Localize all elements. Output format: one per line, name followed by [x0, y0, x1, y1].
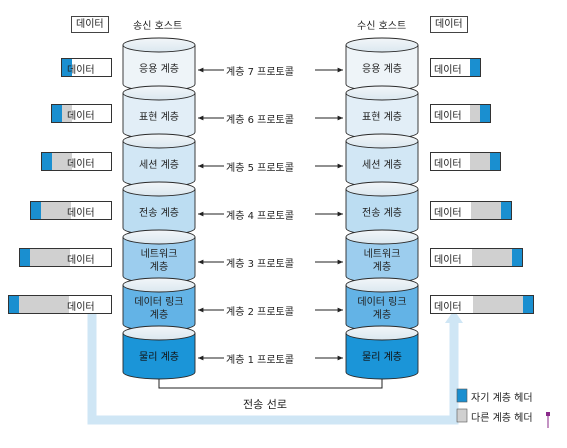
own-header-block — [523, 296, 533, 313]
sender-packet — [41, 152, 112, 171]
own-header-block — [42, 153, 52, 170]
receiver-packet — [430, 58, 481, 77]
sender-packet — [51, 104, 112, 123]
receiver-title: 수신 호스트 — [357, 21, 407, 32]
other-header-block — [30, 249, 70, 266]
legend-own-header-label: 자기 계층 헤더 — [471, 393, 533, 404]
sender-layer-label: 데이터 링크 계층 — [134, 297, 184, 321]
sender-layer-1-cylinder — [122, 325, 196, 380]
receiver-packet-data-label: 데이터 — [434, 159, 462, 170]
receiver-layer-4-cylinder — [345, 181, 419, 236]
transmission-line — [158, 375, 383, 389]
sender-layer-label: 전송 계층 — [139, 207, 179, 219]
receiver-packet-data-label: 데이터 — [434, 111, 462, 122]
sender-layer-label: 네트워크 계층 — [140, 249, 178, 273]
receiver-packet-data-label: 데이터 — [434, 255, 462, 266]
sender-packet — [30, 201, 112, 220]
receiver-layer-label: 응용 계층 — [362, 63, 402, 75]
sender-layer-label: 물리 계층 — [139, 351, 179, 363]
sender-layer-4-cylinder — [122, 181, 196, 236]
own-header-block — [52, 105, 62, 122]
receiver-packet — [430, 201, 512, 220]
own-header-block — [62, 59, 72, 76]
legend-other-header-label: 다른 계층 헤더 — [471, 413, 533, 424]
receiver-packet-data-label: 데이터 — [434, 208, 462, 219]
sender-packet-data-label: 데이터 — [67, 111, 95, 122]
sender-layer-label: 세션 계층 — [139, 159, 179, 171]
receiver-layer-label: 데이터 링크 계층 — [357, 297, 407, 321]
protocol-label: 계층 1 프로토콜 — [226, 355, 294, 366]
legend-other-header-swatch — [456, 408, 468, 423]
receiver-packet — [430, 248, 523, 267]
other-header-block — [62, 105, 72, 122]
sender-packet-data-label: 데이터 — [67, 302, 95, 313]
own-header-block — [501, 202, 511, 219]
protocol-label: 계층 7 프로토콜 — [226, 67, 294, 78]
receiver-layer-label: 네트워크 계층 — [363, 249, 401, 273]
own-header-block — [512, 249, 522, 266]
other-header-block — [473, 296, 523, 313]
sender-packet-data-label: 데이터 — [67, 65, 95, 76]
marker-dot — [546, 412, 550, 416]
receiver-packet-data-label: 데이터 — [434, 302, 462, 313]
receiver-layer-1-cylinder — [345, 325, 419, 380]
sender-packet-data-label: 데이터 — [67, 255, 95, 266]
sender-layer-6-cylinder — [122, 85, 196, 140]
receiver-packet — [430, 104, 491, 123]
other-header-block — [52, 153, 72, 170]
own-header-block — [9, 296, 19, 313]
protocol-label: 계층 5 프로토콜 — [226, 163, 294, 174]
sender-layer-label: 응용 계층 — [139, 63, 179, 75]
sender-layer-label: 표현 계층 — [139, 111, 179, 123]
protocol-label: 계층 3 프로토콜 — [226, 259, 294, 270]
own-header-block — [31, 202, 41, 219]
sender-top-data-box: 데이터 — [71, 16, 109, 33]
own-header-block — [480, 105, 490, 122]
sender-packet — [19, 248, 112, 267]
other-header-block — [19, 296, 69, 313]
own-header-block — [20, 249, 30, 266]
receiver-layer-label: 표현 계층 — [362, 111, 402, 123]
sender-layer-3-cylinder — [122, 229, 196, 284]
sender-packet-data-label: 데이터 — [67, 208, 95, 219]
receiver-packet-data-label: 데이터 — [434, 65, 462, 76]
other-header-block — [471, 202, 501, 219]
other-header-block — [41, 202, 71, 219]
other-header-block — [470, 153, 490, 170]
receiver-top-data-box: 데이터 — [430, 16, 468, 33]
receiver-layer-label: 물리 계층 — [362, 351, 402, 363]
sender-packet — [61, 58, 112, 77]
own-header-block — [470, 59, 480, 76]
data-flow-arrowhead — [445, 310, 463, 323]
receiver-layer-label: 세션 계층 — [362, 159, 402, 171]
protocol-label: 계층 6 프로토콜 — [226, 115, 294, 126]
legend-own-header-swatch — [456, 388, 468, 403]
protocol-label: 계층 2 프로토콜 — [226, 307, 294, 318]
sender-packet — [8, 295, 112, 314]
other-header-block — [472, 249, 512, 266]
sender-title: 송신 호스트 — [133, 21, 183, 32]
own-header-block — [490, 153, 500, 170]
receiver-layer-3-cylinder — [345, 229, 419, 284]
medium-label: 전송 선로 — [243, 398, 287, 411]
receiver-packet — [430, 295, 534, 314]
receiver-layer-label: 전송 계층 — [362, 207, 402, 219]
receiver-layer-2-cylinder — [345, 277, 419, 332]
sender-packet-data-label: 데이터 — [67, 159, 95, 170]
data-flow-arrow — [87, 312, 459, 425]
protocol-label: 계층 4 프로토콜 — [226, 211, 294, 222]
receiver-packet — [430, 152, 501, 171]
other-header-block — [470, 105, 480, 122]
